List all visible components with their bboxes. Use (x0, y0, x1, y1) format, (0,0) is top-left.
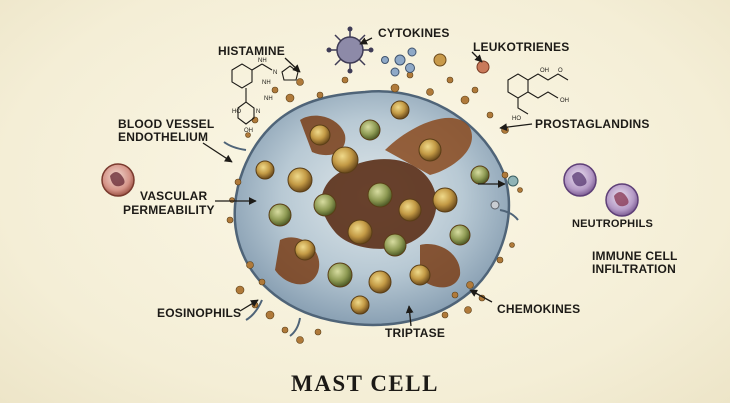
label-leukotrienes: LEUKOTRIENES (473, 41, 569, 53)
label-vascular: VASCULAR (140, 190, 207, 202)
leukotriene-droplet-icon (477, 61, 489, 73)
svg-text:N: N (273, 70, 277, 76)
cytokine-particle (327, 27, 374, 74)
label-histamine: HISTAMINE (218, 45, 285, 57)
label-neutrophils: NEUTROPHILS (572, 219, 653, 230)
label-immune-cell: IMMUNE CELL (592, 250, 678, 262)
diagram-title: MAST CELL (0, 371, 730, 397)
svg-text:HO: HO (512, 116, 521, 122)
cytokine-spheres (382, 48, 417, 76)
svg-text:OH: OH (560, 98, 569, 104)
svg-text:NH: NH (262, 80, 271, 86)
leukotriene-molecule-icon (508, 74, 568, 114)
label-endothelium: ENDOTHELIUM (118, 131, 208, 143)
svg-text:O: O (558, 68, 563, 74)
label-eosinophils: EOSINOPHILS (157, 307, 241, 319)
histamine-arrow (285, 58, 300, 72)
svg-text:OH: OH (540, 68, 549, 74)
endothelium-arrow (203, 143, 232, 162)
label-permeability: PERMEABILITY (123, 204, 215, 216)
svg-text:OH: OH (244, 128, 253, 134)
label-blood-vessel: BLOOD VESSEL (118, 118, 214, 130)
label-prostaglandins: PROSTAGLANDINS (535, 118, 650, 130)
label-chemokines: CHEMOKINES (497, 303, 580, 315)
svg-text:NH: NH (264, 96, 273, 102)
granule-release-icon (434, 54, 446, 66)
label-cytokines: CYTOKINES (378, 27, 450, 39)
eosinophil-cell (102, 164, 134, 196)
svg-text:NH: NH (258, 58, 267, 64)
svg-text:N: N (256, 109, 260, 115)
neutrophil-cell (564, 164, 638, 216)
prostaglandins-arrow (500, 124, 532, 128)
svg-text:HO: HO (232, 109, 241, 115)
label-tryptase: TRIPTASE (385, 327, 445, 339)
label-infiltration: INFILTRATION (592, 263, 676, 275)
